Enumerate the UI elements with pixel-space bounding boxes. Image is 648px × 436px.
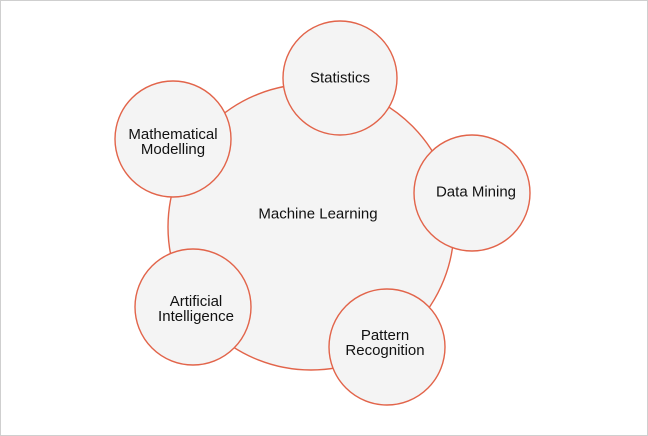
artificial-intelligence-label: Artificial Intelligence (158, 293, 234, 325)
data-mining-circle (413, 134, 531, 252)
statistics-label: Statistics (309, 69, 371, 87)
statistics-circle (282, 20, 398, 136)
pattern-recognition-circle (328, 288, 446, 406)
pattern-recognition-label: Pattern Recognition (345, 327, 425, 359)
mathematical-modelling-label: Mathematical Modelling (128, 126, 218, 158)
data-mining-label: Data Mining (435, 183, 517, 201)
artificial-intelligence-circle (134, 248, 252, 366)
machine-learning-label: Machine Learning (258, 205, 378, 223)
mathematical-modelling-circle (114, 80, 232, 198)
